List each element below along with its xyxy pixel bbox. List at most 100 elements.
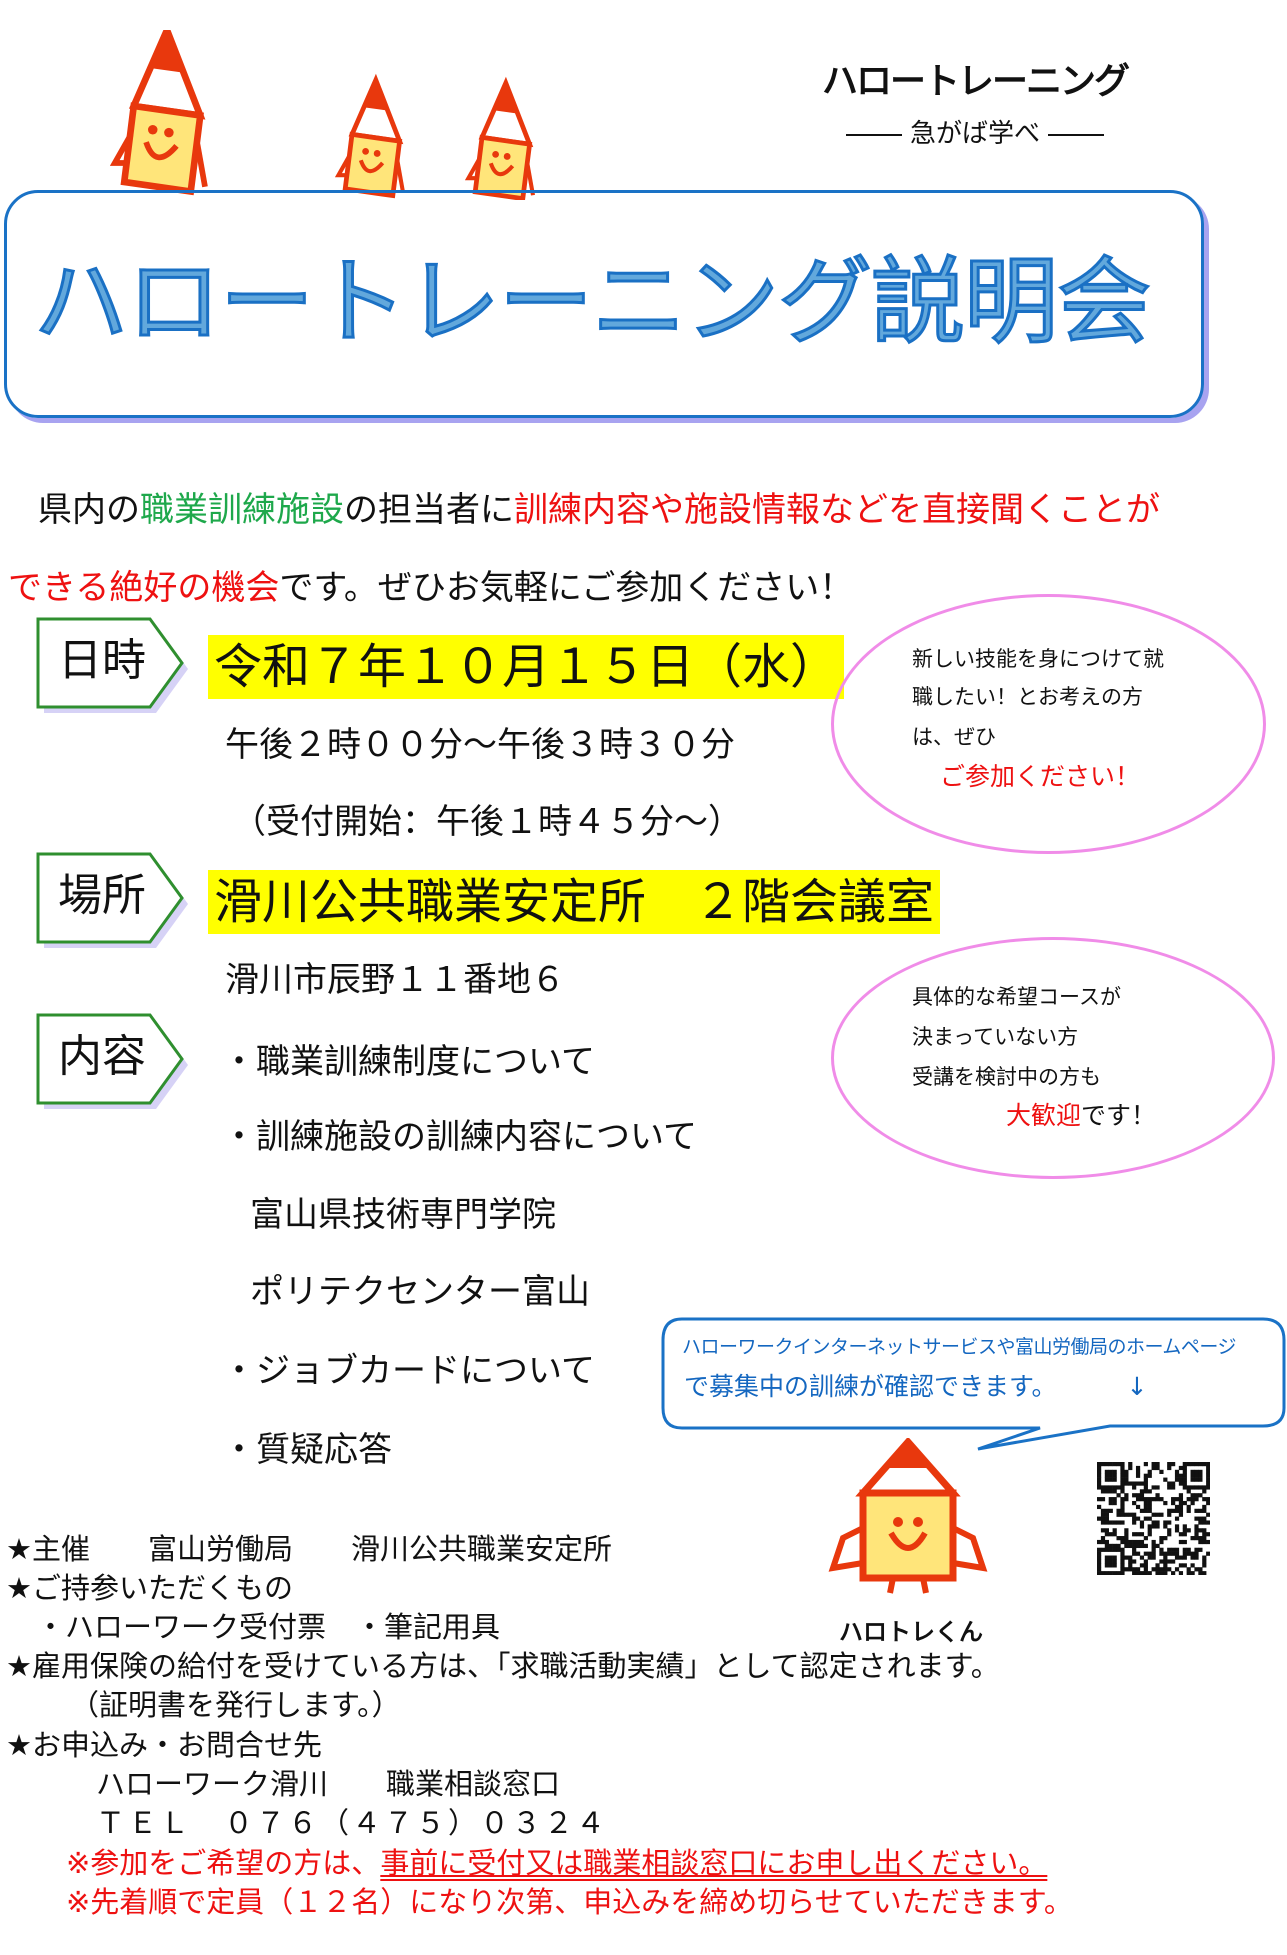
qr-module xyxy=(1116,1493,1121,1498)
qr-module xyxy=(1124,1473,1129,1478)
qr-module xyxy=(1167,1528,1172,1533)
qr-module xyxy=(1139,1563,1145,1568)
qr-module xyxy=(1206,1500,1210,1506)
qr-module xyxy=(1206,1481,1210,1486)
qr-module xyxy=(1186,1508,1191,1513)
qr-module xyxy=(1097,1497,1102,1502)
qr-module xyxy=(1178,1477,1184,1482)
callout-2-emphasis: 大歓迎です！ xyxy=(1006,1101,1157,1130)
qr-module xyxy=(1147,1555,1152,1560)
qr-module xyxy=(1167,1512,1172,1517)
qr-module xyxy=(1143,1516,1148,1521)
qr-module xyxy=(1135,1473,1141,1478)
qr-module xyxy=(1124,1477,1129,1482)
qr-module xyxy=(1171,1551,1176,1556)
qr-module xyxy=(1194,1516,1199,1521)
qr-module xyxy=(1120,1497,1125,1502)
qr-module xyxy=(1190,1473,1195,1478)
qr-module xyxy=(1108,1462,1113,1467)
qr-module xyxy=(1163,1524,1168,1529)
logo-slogan: 急がば学べ xyxy=(909,119,1040,149)
qr-module xyxy=(1108,1571,1113,1575)
qr-module xyxy=(1190,1571,1195,1575)
mascot-name: ハロトレくん xyxy=(839,1618,983,1646)
qr-module xyxy=(1104,1563,1109,1568)
qr-module xyxy=(1202,1462,1207,1467)
qr-module xyxy=(1202,1485,1207,1490)
qr-module xyxy=(1182,1465,1187,1471)
qr-module xyxy=(1202,1520,1207,1525)
qr-module xyxy=(1206,1532,1210,1537)
qr-module xyxy=(1135,1504,1141,1510)
qr-module xyxy=(1206,1462,1210,1467)
qr-module xyxy=(1171,1485,1176,1490)
qr-module xyxy=(1112,1520,1117,1525)
qr-module xyxy=(1206,1551,1210,1556)
qr-module xyxy=(1139,1539,1145,1545)
qr-module xyxy=(1097,1567,1102,1572)
qr-module xyxy=(1128,1462,1133,1467)
qr-module xyxy=(1198,1485,1203,1490)
qr-module xyxy=(1190,1485,1195,1490)
qr-module xyxy=(1097,1547,1102,1552)
qr-module xyxy=(1100,1528,1106,1533)
qr-module xyxy=(1120,1536,1125,1541)
qr-module xyxy=(1198,1493,1203,1498)
qr-module xyxy=(1104,1512,1109,1517)
qr-module xyxy=(1182,1532,1187,1537)
mascot-small-icon xyxy=(338,80,403,196)
callout-1-text: 職したい！とお考えの方 xyxy=(912,685,1143,709)
qr-module xyxy=(1155,1493,1160,1498)
qr-module xyxy=(1143,1497,1148,1502)
qr-module xyxy=(1198,1516,1203,1521)
qr-module xyxy=(1135,1497,1141,1502)
qr-module xyxy=(1198,1567,1203,1572)
qr-code[interactable] xyxy=(1097,1462,1210,1575)
qr-module xyxy=(1120,1539,1125,1545)
qr-module xyxy=(1182,1555,1187,1560)
qr-module xyxy=(1116,1520,1121,1525)
qr-module xyxy=(1120,1508,1125,1513)
qr-module xyxy=(1198,1469,1203,1474)
qr-module xyxy=(1174,1524,1180,1529)
qr-module xyxy=(1198,1547,1203,1552)
qr-module xyxy=(1151,1543,1156,1549)
qr-module xyxy=(1097,1469,1102,1474)
content-item: ・訓練施設の訓練内容について xyxy=(222,1117,697,1157)
qr-module xyxy=(1112,1563,1117,1568)
qr-module xyxy=(1171,1481,1176,1486)
logo-main-text: ハロートレーニング xyxy=(821,61,1130,102)
content-tag: 内容 xyxy=(36,1013,196,1111)
qr-module xyxy=(1182,1500,1187,1506)
qr-module xyxy=(1147,1473,1152,1478)
qr-module xyxy=(1167,1508,1172,1513)
qr-module xyxy=(1124,1469,1129,1474)
qr-module xyxy=(1202,1504,1207,1510)
qr-module xyxy=(1171,1547,1176,1552)
qr-module xyxy=(1174,1504,1180,1510)
qr-module xyxy=(1120,1469,1125,1474)
qr-module xyxy=(1135,1571,1141,1575)
qr-module xyxy=(1139,1489,1145,1494)
qr-module xyxy=(1108,1543,1113,1549)
arrow-down-icon: ↓ xyxy=(1126,1372,1148,1401)
qr-module xyxy=(1174,1547,1180,1552)
qr-module xyxy=(1178,1504,1184,1510)
qr-module xyxy=(1124,1512,1129,1517)
qr-module xyxy=(1108,1489,1113,1494)
qr-module xyxy=(1112,1477,1117,1482)
qr-module xyxy=(1174,1516,1180,1521)
qr-module xyxy=(1108,1547,1113,1552)
qr-module xyxy=(1135,1465,1141,1471)
qr-module xyxy=(1132,1512,1137,1517)
qr-module xyxy=(1190,1500,1195,1506)
qr-module xyxy=(1128,1555,1133,1560)
hallotore-kun-mascot-icon xyxy=(828,1438,988,1594)
qr-module xyxy=(1202,1516,1207,1521)
datetime-tag: 日時 xyxy=(36,617,196,715)
qr-module xyxy=(1194,1551,1199,1556)
qr-module xyxy=(1143,1485,1148,1490)
qr-module xyxy=(1167,1462,1172,1467)
qr-module xyxy=(1202,1508,1207,1513)
qr-module xyxy=(1190,1497,1195,1502)
